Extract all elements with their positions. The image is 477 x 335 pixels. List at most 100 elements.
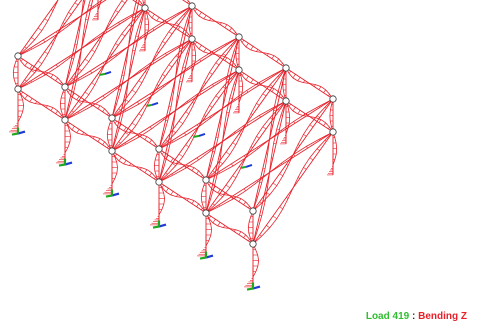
transverse-beam-hatch xyxy=(216,63,219,65)
longitudinal-beam-hatch xyxy=(103,109,105,112)
support-axis-y xyxy=(247,289,253,290)
load-case-label: Load 419 xyxy=(366,311,409,322)
transverse-beam-hatch xyxy=(257,103,260,105)
longitudinal-beam-hatch xyxy=(225,25,227,28)
longitudinal-beam-hatch xyxy=(192,201,194,204)
transverse-beam-hatch xyxy=(273,183,277,186)
support-axis-x xyxy=(246,165,252,167)
longitudinal-beam-hatch xyxy=(124,160,126,164)
load-result-label: Load 419 : Bending Z xyxy=(366,311,467,322)
longitudinal-beam-hatch xyxy=(199,45,201,49)
node-marker xyxy=(109,148,115,154)
longitudinal-beam-hatch xyxy=(239,232,241,235)
longitudinal-beam-hatch xyxy=(157,17,159,21)
transverse-beam xyxy=(65,8,145,120)
support-axis-y xyxy=(200,258,206,259)
transverse-beam-hatch xyxy=(263,127,266,129)
longitudinal-beam xyxy=(159,182,206,213)
transverse-beam-hatch xyxy=(169,32,172,34)
transverse-beam xyxy=(253,132,333,244)
longitudinal-beam-hatch xyxy=(178,27,180,30)
longitudinal-beam-hatch xyxy=(98,106,100,109)
transverse-beam xyxy=(112,39,192,151)
longitudinal-beam xyxy=(286,101,333,132)
longitudinal-beam-hatch xyxy=(272,89,274,92)
transverse-beam xyxy=(159,70,239,182)
longitudinal-beam-hatch xyxy=(218,222,220,226)
longitudinal-beam-hatch xyxy=(30,65,32,69)
longitudinal-beam-hatch xyxy=(119,157,121,161)
support-axis-y xyxy=(241,167,246,168)
support-axis-y xyxy=(12,134,18,135)
transverse-beam-hatch xyxy=(210,105,213,107)
longitudinal-beam-hatch xyxy=(30,98,32,102)
transverse-beam-hatch xyxy=(233,143,236,145)
transverse-beam-hatch xyxy=(38,61,42,64)
longitudinal-beam-hatch xyxy=(213,219,215,223)
node-marker xyxy=(250,241,256,247)
node-marker xyxy=(203,210,209,216)
transverse-beam-hatch xyxy=(122,1,125,3)
transverse-beam-hatch xyxy=(31,37,34,39)
transverse-beam-hatch xyxy=(45,52,48,54)
transverse-beam-hatch xyxy=(176,23,179,25)
transverse-beam-hatch xyxy=(116,10,119,12)
transverse-beam-hatch xyxy=(169,65,172,67)
transverse-beam-hatch xyxy=(132,90,136,93)
transverse-beam-hatch xyxy=(226,152,230,155)
longitudinal-beam-hatch xyxy=(246,76,248,80)
transverse-beam-hatch xyxy=(69,12,72,14)
longitudinal-beam-hatch xyxy=(166,188,168,192)
longitudinal-beam-hatch xyxy=(251,79,253,83)
transverse-beam-hatch xyxy=(179,121,183,124)
node-marker xyxy=(203,177,209,183)
transverse-beam-hatch xyxy=(219,194,222,196)
support-axis-x xyxy=(152,103,158,105)
longitudinal-beam xyxy=(286,68,333,99)
support-axis-y xyxy=(59,165,65,166)
longitudinal-beam-hatch xyxy=(197,204,199,207)
transverse-beam-hatch xyxy=(179,154,183,157)
longitudinal-beam-hatch xyxy=(145,170,147,173)
transverse-beam-hatch xyxy=(310,125,313,127)
transverse-beam-hatch xyxy=(139,114,142,116)
transverse-beam-hatch xyxy=(85,92,89,95)
longitudinal-beam-hatch xyxy=(204,15,206,19)
transverse-beam-hatch xyxy=(317,116,320,118)
transverse-beam-hatch xyxy=(304,134,307,136)
longitudinal-beam-hatch xyxy=(225,58,227,61)
transverse-beam-hatch xyxy=(280,207,283,209)
transverse-beam-hatch xyxy=(317,149,320,151)
node-marker xyxy=(62,117,68,123)
transverse-beam-hatch xyxy=(216,96,219,98)
longitudinal-beam-hatch xyxy=(152,14,154,18)
transverse-beam-hatch xyxy=(270,85,273,87)
longitudinal-beam-hatch xyxy=(103,142,105,145)
longitudinal-beam-hatch xyxy=(244,235,246,238)
node-marker xyxy=(189,36,195,42)
longitudinal-beam-hatch xyxy=(319,120,321,123)
transverse-beam-hatch xyxy=(85,59,89,62)
longitudinal-beam-hatch xyxy=(77,129,79,133)
transverse-beam-hatch xyxy=(45,19,48,21)
longitudinal-beam xyxy=(145,0,192,6)
support-axis-y xyxy=(147,105,152,106)
transverse-beam-hatch xyxy=(92,50,95,52)
longitudinal-beam xyxy=(65,120,112,151)
longitudinal-beam-hatch xyxy=(171,191,173,195)
support-axis-x xyxy=(105,72,111,74)
node-marker xyxy=(283,65,289,71)
longitudinal-beam-hatch xyxy=(272,56,274,59)
transverse-beam-hatch xyxy=(186,112,189,114)
longitudinal-beam-hatch xyxy=(204,48,206,52)
longitudinal-beam-hatch xyxy=(277,59,279,62)
node-marker xyxy=(142,5,148,11)
transverse-beam-hatch xyxy=(122,34,125,36)
transverse-beam-hatch xyxy=(310,158,313,160)
longitudinal-beam-hatch xyxy=(98,139,100,142)
longitudinal-beam-hatch xyxy=(251,46,253,50)
longitudinal-beam-hatch xyxy=(25,95,27,99)
node-marker xyxy=(236,34,242,40)
